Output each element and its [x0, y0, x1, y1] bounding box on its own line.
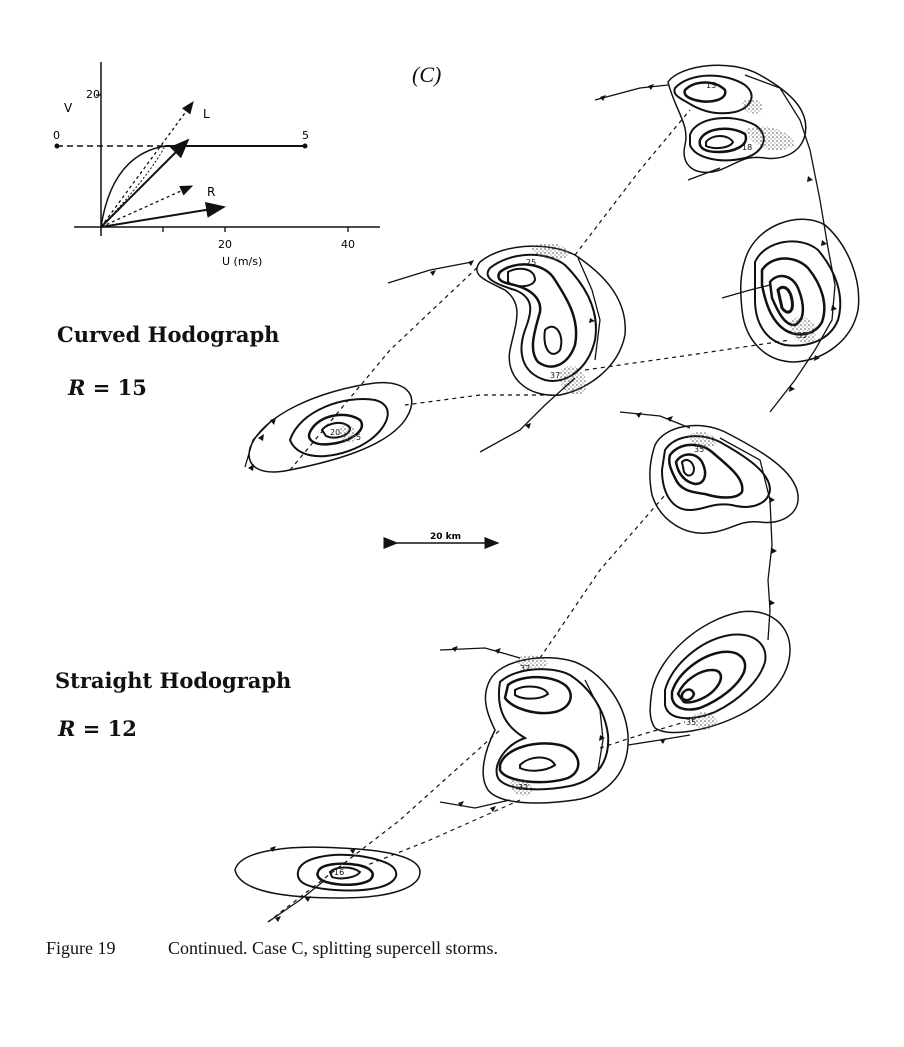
hodograph-inset	[54, 62, 380, 236]
straight-cell-label-16: 16	[334, 868, 344, 877]
straight-storm-sequence	[234, 411, 799, 923]
straight-track-lower	[599, 721, 686, 749]
hodograph-curve	[100, 145, 166, 228]
figure-label: Figure 19	[46, 938, 116, 958]
curved-r-number: = 15	[92, 375, 147, 400]
gust-front-barbs	[248, 84, 837, 922]
case-label: (C)	[412, 62, 442, 87]
hodograph-label-l: L	[203, 107, 210, 121]
curved-storm-3	[594, 64, 829, 249]
curved-storm-2	[387, 243, 626, 453]
straight-cell-label-32b: 32	[518, 783, 528, 792]
storm-motion-r-arrow	[100, 201, 226, 228]
straight-r-symbol: R	[58, 716, 76, 741]
curved-cell-label-25: 25	[526, 258, 536, 267]
curved-r-symbol: R	[68, 375, 86, 400]
figure-caption-text: Continued. Case C, splitting supercell s…	[168, 938, 498, 958]
hodograph-u-label: U (m/s)	[222, 255, 262, 268]
hodograph-y-tick: 20	[86, 88, 100, 101]
hodograph-v-label: V	[64, 101, 73, 115]
curved-storm-sequence	[244, 64, 860, 473]
curved-cell-label-35: 35	[797, 331, 807, 340]
curved-hodograph-title: Curved Hodograph	[57, 322, 280, 347]
scale-bar-label: 20 km	[430, 532, 461, 542]
straight-storm-4	[627, 579, 791, 746]
hodograph-x-tick-40: 40	[341, 238, 355, 251]
curved-cell-label-5: 5	[356, 433, 361, 442]
straight-cell-label-35a: 35	[694, 445, 704, 454]
curved-track-upper	[574, 109, 691, 256]
curved-storm-1	[244, 381, 413, 473]
straight-r-value: R = 12	[58, 716, 137, 741]
curved-track-lower	[584, 339, 791, 371]
curved-track-right	[404, 394, 560, 406]
curved-cell-label-13: 13	[706, 81, 716, 90]
storm-motion-l-arrow	[100, 138, 190, 228]
straight-track-upper	[539, 494, 666, 659]
straight-track-right	[359, 799, 521, 869]
straight-cell-label-32a: 32	[520, 664, 530, 673]
curved-cell-label-20: 20	[330, 428, 340, 437]
straight-storm-3	[619, 411, 799, 581]
straight-cell-label-35b: 35	[686, 718, 696, 727]
hodograph-point-s: 5	[302, 129, 309, 142]
vector-l-arrow	[100, 100, 194, 228]
curved-cell-label-37: 37	[550, 371, 560, 380]
straight-storm-2	[439, 647, 629, 809]
curved-track-left	[289, 264, 481, 471]
straight-storm-1	[234, 846, 421, 923]
straight-track-left	[267, 729, 501, 923]
curved-storm-4	[721, 218, 860, 413]
hodograph-x-tick-20: 20	[218, 238, 232, 251]
straight-hodograph-title: Straight Hodograph	[55, 668, 292, 693]
straight-r-number: = 12	[82, 716, 137, 741]
hodograph-label-r: R	[207, 185, 215, 199]
vector-r-arrow	[100, 185, 194, 228]
curved-cell-label-18: 18	[742, 143, 752, 152]
curved-r-value: R = 15	[68, 375, 147, 400]
hodograph-point-o: 0	[53, 129, 60, 142]
figure-caption: Figure 19 Continued. Case C, splitting su…	[46, 938, 498, 959]
